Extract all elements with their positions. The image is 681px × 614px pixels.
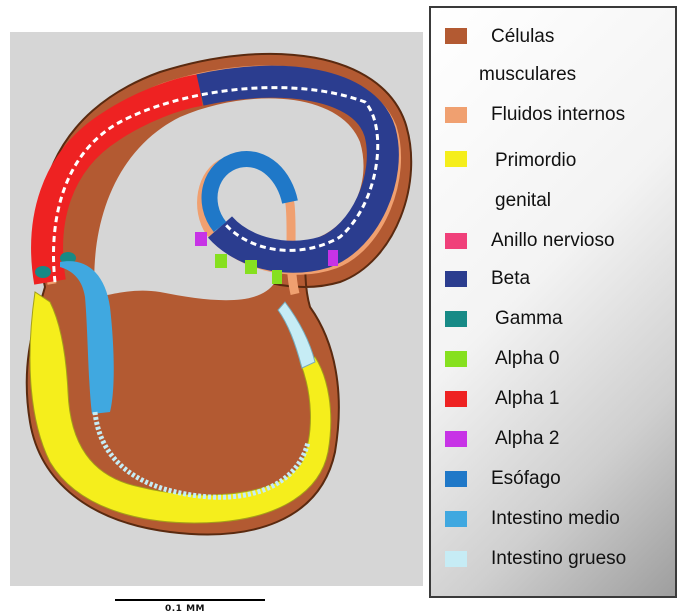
legend-swatch	[445, 511, 467, 527]
legend: Células musculares Fluidos internos Prim…	[429, 6, 677, 598]
legend-swatch	[445, 351, 467, 367]
legend-label: Fluidos internos	[491, 104, 625, 126]
legend-swatch	[445, 311, 467, 327]
legend-label: musculares	[479, 64, 576, 86]
legend-label: Células	[491, 26, 554, 48]
legend-swatch	[445, 107, 467, 123]
worm-anatomy-figure: 0.1 MM	[10, 32, 423, 586]
scale-label: 0.1 MM	[165, 604, 205, 614]
legend-label: Beta	[491, 268, 530, 290]
legend-label: Alpha 0	[495, 348, 559, 370]
legend-label: Alpha 2	[495, 428, 559, 450]
legend-swatch	[445, 391, 467, 407]
alpha2-cell	[328, 250, 338, 266]
legend-label: genital	[495, 190, 551, 212]
legend-swatch	[445, 233, 467, 249]
worm-drawing	[10, 32, 423, 586]
legend-label: Alpha 1	[495, 388, 559, 410]
gamma-cell	[35, 266, 51, 278]
legend-label: Intestino medio	[491, 508, 620, 530]
alpha0-cell	[272, 270, 282, 284]
legend-label: Intestino grueso	[491, 548, 626, 570]
legend-label: Primordio	[495, 150, 576, 172]
alpha0-cell	[215, 254, 227, 268]
alpha2-cell	[195, 232, 207, 246]
alpha0-cell	[245, 260, 257, 274]
legend-swatch	[445, 28, 467, 44]
legend-swatch	[445, 431, 467, 447]
scale-bar	[115, 599, 265, 601]
legend-label: Gamma	[495, 308, 563, 330]
legend-swatch	[445, 551, 467, 567]
legend-swatch	[445, 471, 467, 487]
legend-swatch	[445, 271, 467, 287]
legend-label: Anillo nervioso	[491, 230, 615, 252]
legend-swatch	[445, 151, 467, 167]
legend-label: Esófago	[491, 468, 561, 490]
